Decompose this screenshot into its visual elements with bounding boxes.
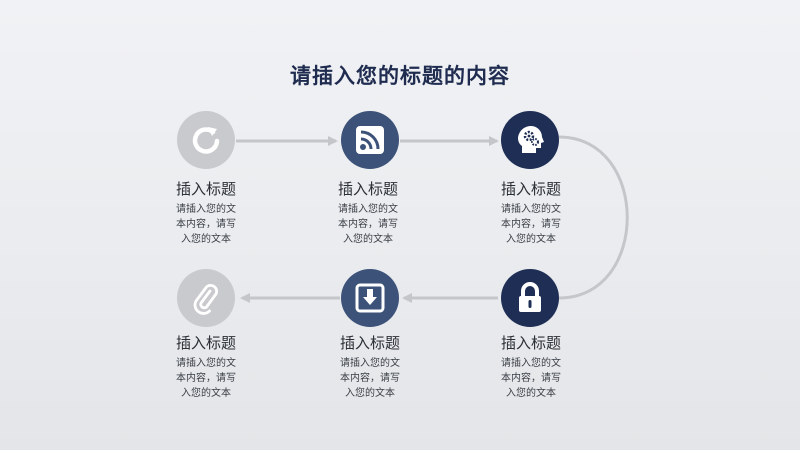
step-4-label: 插入标题 [500,334,561,352]
step-3-label: 插入标题 [500,180,561,198]
padlock-icon [519,282,541,312]
step-5-desc: 请插入您的文本内容，请写入您的文本 [340,358,400,399]
step-5-label: 插入标题 [339,334,400,352]
page-title: 请插入您的标题的内容 [290,64,510,88]
refresh-icon [192,127,220,154]
step-2-label: 插入标题 [337,180,398,198]
connector-3-4 [558,135,629,300]
head-gears-icon [518,126,544,153]
step-4-desc: 请插入您的文本内容，请写入您的文本 [501,358,561,399]
download-tray-icon [355,283,385,313]
step-2-desc: 请插入您的文本内容，请写入您的文本 [338,204,398,245]
step-3-desc: 请插入您的文本内容，请写入您的文本 [501,204,561,245]
step-6-circle[interactable] [177,269,235,327]
step-5-circle[interactable] [341,269,399,327]
step-6-label: 插入标题 [175,334,236,352]
step-4-circle[interactable] [501,269,559,327]
step-1-circle[interactable] [177,111,235,169]
rss-feed-icon [356,126,384,154]
step-2-circle[interactable] [341,111,399,169]
step-1-label: 插入标题 [175,180,236,198]
step-1-desc: 请插入您的文本内容，请写入您的文本 [176,204,236,245]
step-6-desc: 请插入您的文本内容，请写入您的文本 [176,358,236,399]
step-3-circle[interactable] [501,111,559,169]
paperclip-icon [193,284,218,315]
